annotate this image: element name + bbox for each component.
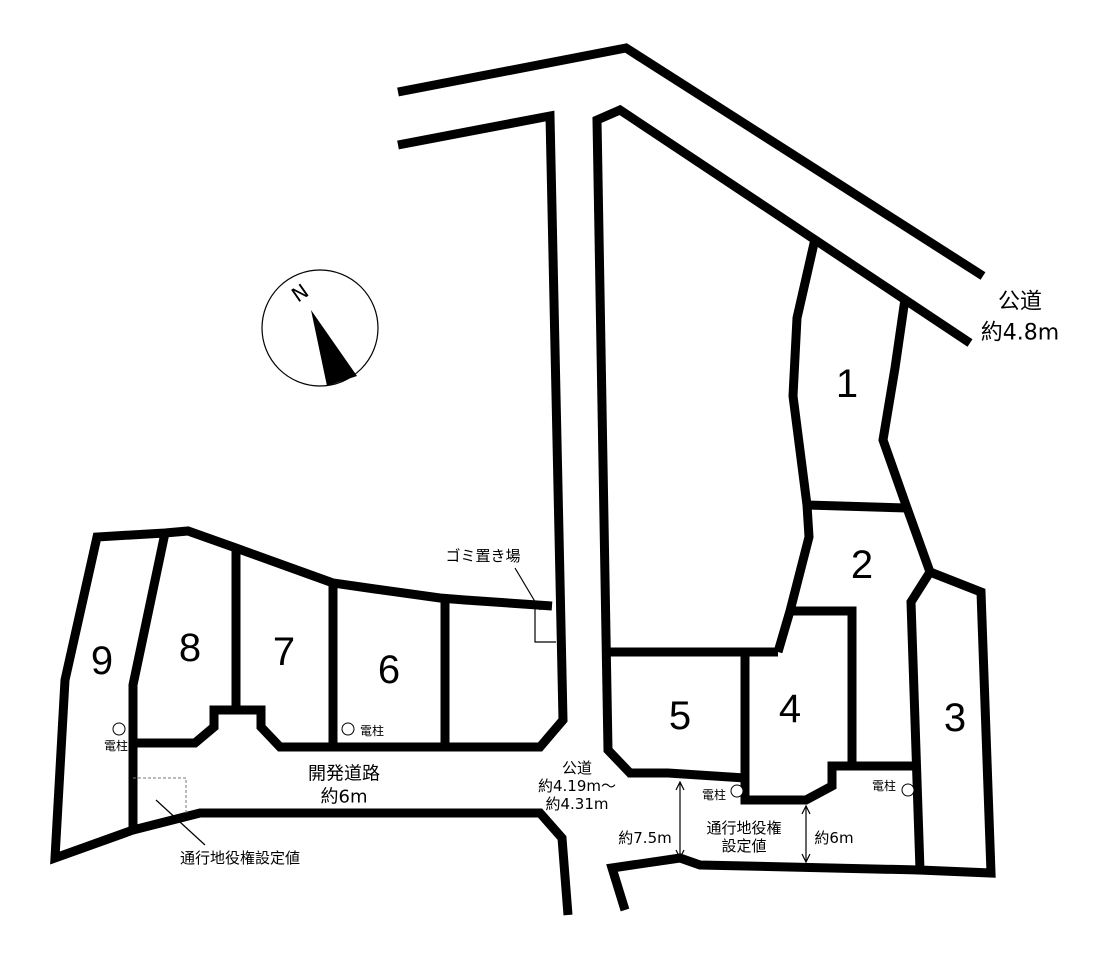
center-road-label-line1: 公道 (562, 759, 592, 777)
north-road-outer-edge (397, 43, 986, 280)
compass: N (261, 269, 379, 387)
utility-pole-icon (112, 722, 126, 736)
utility-pole-icon (901, 783, 915, 797)
lot-number-4: 4 (779, 687, 801, 731)
east-block (592, 104, 996, 878)
utility-pole-icon (341, 722, 355, 736)
dev-road-south-edge (131, 808, 573, 916)
lot-number-5: 5 (669, 694, 691, 738)
utility-poles: 電柱 電柱 電柱 電柱 (104, 722, 915, 802)
lot4-lot5-boundary (740, 652, 916, 805)
east-block-outline (592, 104, 973, 783)
lot3-outline (906, 567, 996, 878)
dev-road-label-line2: 約6m (321, 787, 368, 808)
south-road-edge (606, 853, 921, 912)
utility-pole-icon (730, 784, 744, 798)
west-block (50, 526, 553, 865)
compass-n-label: N (287, 279, 313, 307)
lot2-lot4-boundary (790, 606, 857, 766)
north-road-label-line2: 約4.8m (981, 321, 1059, 346)
lot1-lot2-boundary (806, 500, 908, 513)
north-road-label-line1: 公道 (998, 290, 1042, 315)
lot-number-6: 6 (378, 648, 400, 692)
width-right-label: 約6m (814, 829, 853, 847)
road-boundaries (131, 43, 986, 916)
width-left-label: 約7.5m (618, 829, 671, 847)
easement-right-label-line2: 設定値 (721, 837, 766, 855)
easement-right-label-line1: 通行地役権 (706, 819, 781, 837)
center-road-label-line3: 約4.31m (545, 795, 608, 813)
easement-left-area (133, 777, 187, 813)
lot1-west-boundary (773, 238, 820, 654)
easement-markers (133, 567, 811, 864)
garbage-station-leader (514, 567, 541, 611)
garbage-station-label: ゴミ置き場 (445, 547, 520, 565)
utility-pole-label-lot6: 電柱 (360, 723, 384, 738)
utility-pole-label-lot9: 電柱 (104, 738, 128, 753)
lot-number-3: 3 (944, 696, 966, 740)
garbage-station-box (534, 605, 556, 643)
north-arrow-icon (311, 310, 357, 386)
west-block-outline (50, 526, 553, 865)
easement-left-leader (155, 799, 206, 846)
dev-road-label-line1: 開発道路 (308, 764, 380, 785)
utility-pole-label-lot3: 電柱 (872, 778, 896, 793)
utility-pole-label-lot5: 電柱 (702, 787, 726, 802)
west-road-edge (133, 110, 568, 752)
labels: 公道 約4.8m 公道 約4.19m～ 約4.31m 開発道路 約6m 通行地役… (180, 290, 1059, 868)
lot-number-1: 1 (836, 362, 858, 406)
center-road-label-line2: 約4.19m～ (538, 777, 616, 795)
lot-number-7: 7 (273, 630, 295, 674)
lot-number-8: 8 (179, 626, 201, 670)
lot-number-9: 9 (91, 639, 113, 683)
lot-number-2: 2 (851, 543, 873, 587)
lot1-east-boundary (878, 298, 935, 574)
lot-numbers: 1 2 3 4 5 6 7 8 9 (91, 362, 966, 740)
compass-circle (261, 269, 379, 387)
easement-left-label: 通行地役権設定値 (180, 849, 300, 867)
